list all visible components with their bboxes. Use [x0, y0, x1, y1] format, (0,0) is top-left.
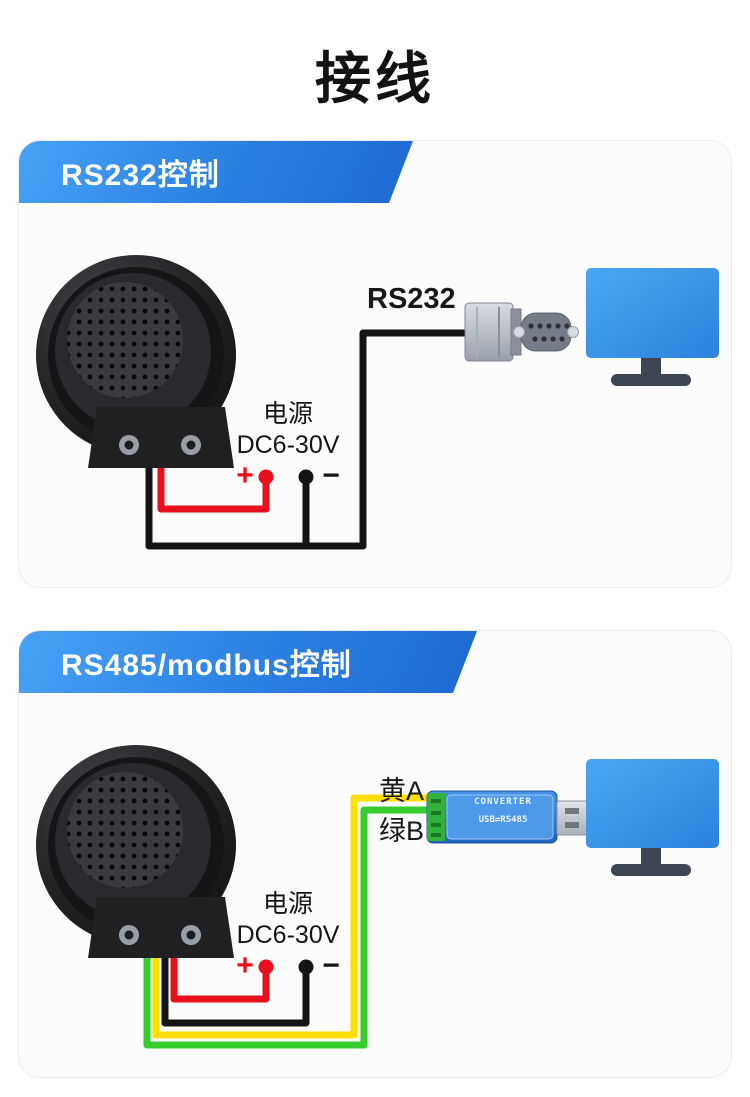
panel-rs232-title: RS232控制: [61, 159, 220, 192]
signal-wire-green-b: [143, 806, 441, 1049]
voltage-label: DC6-30V: [236, 921, 340, 949]
voltage-label: DC6-30V: [236, 431, 340, 459]
power-label: 电源 DC6-30V: [218, 399, 358, 461]
panel-rs485: RS485/modbus控制 黄A 绿B CONVERTER USB⇌RS485…: [18, 630, 732, 1078]
rs232-port-label: RS232: [367, 283, 456, 315]
rs232-connector-illustration: [464, 302, 579, 362]
mounting-bracket: [88, 407, 234, 468]
usb-plug: [556, 800, 588, 836]
signal-wire-yellow-a: [152, 794, 441, 1039]
power-label: 电源 DC6-30V: [218, 889, 358, 951]
minus-sign: −: [322, 949, 340, 982]
power-wire-red: [170, 927, 270, 1003]
plus-sign: +: [236, 459, 254, 492]
usb-rs485-converter-illustration: [426, 790, 588, 844]
minus-sign: −: [322, 459, 340, 492]
power-title: 电源: [262, 400, 313, 428]
panel-rs485-header: RS485/modbus控制: [19, 631, 477, 693]
rs232-wiring-illustration: [36, 255, 719, 550]
panel-rs232: RS232控制 RS232 电源 DC6-30V + −: [18, 140, 732, 588]
plus-terminal-dot: [258, 469, 274, 485]
rs485-wiring-illustration: [36, 745, 719, 1049]
plus-terminal-dot: [258, 959, 274, 975]
power-wire-red: [157, 437, 270, 513]
wire-b-label: 绿B: [379, 816, 425, 846]
monitor-icon: [586, 759, 719, 876]
panel-rs485-title: RS485/modbus控制: [61, 649, 352, 682]
mounting-bracket: [88, 897, 234, 958]
rs232-signal-wire-black: [145, 329, 471, 550]
page-title: 接线: [315, 47, 435, 110]
converter-text-line2: USB⇌RS485: [478, 815, 528, 825]
plus-sign: +: [236, 949, 254, 982]
power-wire-black: [161, 927, 310, 1027]
minus-terminal-dot: [298, 469, 314, 485]
monitor-icon: [586, 268, 719, 386]
speaker-illustration: [36, 745, 236, 945]
speaker-illustration: [36, 255, 236, 455]
wire-a-label: 黄A: [379, 776, 425, 806]
converter-text-line1: CONVERTER: [474, 797, 532, 807]
power-title: 电源: [262, 890, 313, 918]
minus-terminal-dot: [298, 959, 314, 975]
panel-rs232-header: RS232控制: [19, 141, 413, 203]
